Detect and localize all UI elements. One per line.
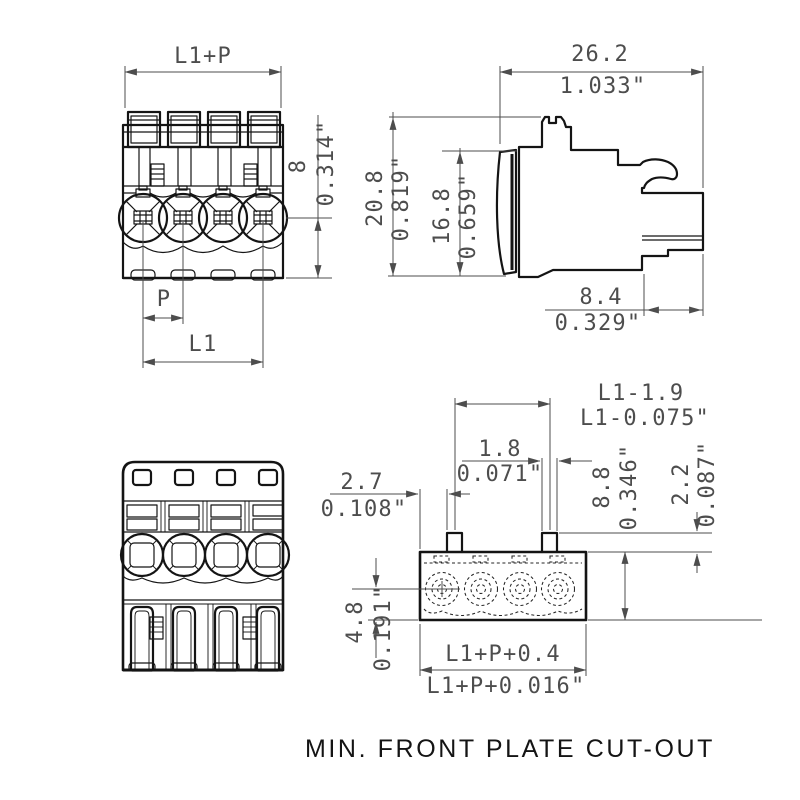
dim-side-height-in: 0.819" [389,155,414,242]
cutout-tab-right [540,531,559,554]
clamp-teeth [123,185,283,198]
side-dimensions: 26.2 1.033" 20.8 0.819" 16.8 0.659" 8.4 … [363,42,704,336]
dim-cutout-width-in: L1+P+0.016" [427,674,586,699]
dim-side-depth-in: 0.329" [555,311,642,336]
mid-band [123,148,283,187]
cutout-drawing: L1-1.9 L1-0.075" 1.8 0.071" 2.7 0.108" 8… [321,381,762,699]
dim-side-inner-mm: 16.8 [430,187,455,245]
dim-side-width-in: 1.033" [560,74,647,99]
rear-top-holes [131,468,279,487]
dim-front-length: L1 [189,332,218,357]
dim-cutout-tab-mm: 2.2 [669,462,694,505]
dim-side-inner-in: 0.659" [456,173,481,260]
dim-side-depth-mm: 8.4 [579,285,622,310]
dim-front-height-mm: 8 [286,159,311,173]
clamp-lever [495,148,518,276]
side-profile [517,115,705,279]
dim-front-pitch: P [157,287,171,312]
dim-cutout-offset-in: 0.108" [321,497,408,522]
cutout-dimensions: L1-1.9 L1-0.075" 1.8 0.071" 2.7 0.108" 8… [321,381,762,699]
drawing-title: MIN. FRONT PLATE CUT-OUT [305,735,715,763]
dim-cutout-offset-mm: 2.7 [340,470,383,495]
side-view-drawing: 26.2 1.033" 20.8 0.819" 16.8 0.659" 8.4 … [363,42,705,336]
front-dimensions: L1+P 8 0.314" P L1 [124,44,339,368]
dim-side-height-mm: 20.8 [363,169,388,227]
dim-cutout-center-mm: 4.8 [343,600,368,643]
front-view-drawing: L1+P 8 0.314" P L1 [117,44,339,368]
rear-contacts [128,604,282,672]
dim-cutout-height-in: 0.346" [617,444,642,531]
dim-cutout-slot-mm: 1.8 [478,437,521,462]
scallop-edge [122,241,284,254]
rear-view-drawing [119,460,291,672]
dim-cutout-center-in: 0.191" [371,585,396,672]
dim-cutout-tab-in: 0.087" [695,441,720,528]
rear-slots [126,501,284,532]
cutout-tab-left [445,531,464,554]
dim-cutout-span-mm: L1-1.9 [598,381,685,406]
dim-cutout-width-mm: L1+P+0.4 [445,642,561,667]
dim-front-width: L1+P [174,44,232,69]
push-buttons [126,110,282,149]
cutout-phantom [423,555,583,617]
dim-side-width-mm: 26.2 [571,42,629,67]
dim-cutout-slot-in: 0.071" [457,462,544,487]
dim-cutout-height-mm: 8.8 [590,465,615,508]
screw-terminals [117,192,289,244]
dim-front-height-in: 0.314" [314,120,339,207]
dim-cutout-span-in: L1-0.075" [580,406,710,431]
rear-terminals [119,532,291,578]
